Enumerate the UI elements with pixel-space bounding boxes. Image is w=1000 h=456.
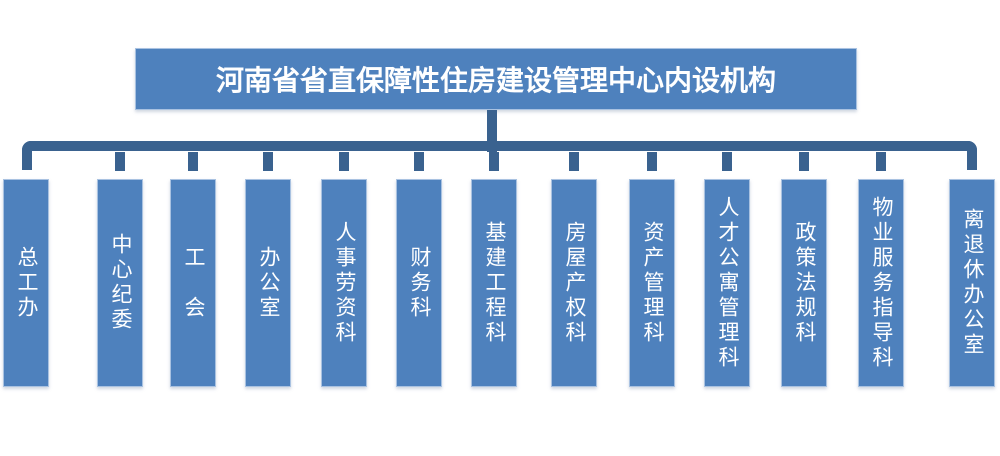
dept-box-zhongxinjiwei: 中心纪委 <box>97 152 143 387</box>
connector-stub <box>489 152 499 171</box>
dept-box-gonghui: 工 会 <box>170 152 216 387</box>
connector-stub <box>188 152 198 171</box>
dept-label: 人才公寓管理科 <box>716 195 739 371</box>
dept-label: 财务科 <box>408 245 431 321</box>
connector-stub <box>799 152 809 171</box>
dept-box-zonggongban: 总工办 <box>3 179 49 387</box>
connector-stub <box>115 152 125 171</box>
dept-box-wuyefuwuzhidaoke: 物业服务指导科 <box>858 152 904 387</box>
dept-box-fangwuchanquanke: 房屋产权科 <box>551 152 597 387</box>
org-chart-title: 河南省省直保障性住房建设管理中心内设机构 <box>215 65 776 96</box>
connector-stub <box>569 152 579 171</box>
connector-horizontal-bar <box>22 141 977 170</box>
connector-stub <box>339 152 349 171</box>
dept-label: 中心纪委 <box>109 233 132 333</box>
dept-label: 离退休办公室 <box>961 208 984 358</box>
dept-label: 资产管理科 <box>641 220 664 346</box>
dept-box-bangongshi: 办公室 <box>245 152 291 387</box>
connector-stub <box>722 152 732 171</box>
dept-label: 总工办 <box>15 245 38 321</box>
dept-label: 工 会 <box>182 245 205 321</box>
dept-label: 政策法规科 <box>793 220 816 346</box>
dept-box-zhengcefaguike: 政策法规科 <box>781 152 827 387</box>
connector-stub <box>647 152 657 171</box>
dept-label: 基建工程科 <box>483 220 506 346</box>
dept-box-jijiangongchengke: 基建工程科 <box>471 152 517 387</box>
org-chart-title-box: 河南省省直保障性住房建设管理中心内设机构 <box>135 48 857 110</box>
dept-label: 办公室 <box>257 245 280 321</box>
connector-stub <box>414 152 424 171</box>
dept-label: 物业服务指导科 <box>870 195 893 371</box>
dept-box-lituixiubangongshi: 离退休办公室 <box>949 179 995 387</box>
connector-trunk <box>487 110 497 152</box>
dept-box-rencaigongyuguanlike: 人才公寓管理科 <box>704 152 750 387</box>
connector-stub <box>876 152 886 171</box>
dept-box-renshilaozike: 人事劳资科 <box>321 152 367 387</box>
department-row: 总工办 中心纪委 工 会 办公室 人事劳资科 财务科 基建工程科 <box>0 152 1000 387</box>
dept-box-caiwuke: 财务科 <box>396 152 442 387</box>
dept-label: 房屋产权科 <box>563 220 586 346</box>
connector-stub <box>263 152 273 171</box>
dept-label: 人事劳资科 <box>333 220 356 346</box>
dept-box-zichanguanlike: 资产管理科 <box>629 152 675 387</box>
